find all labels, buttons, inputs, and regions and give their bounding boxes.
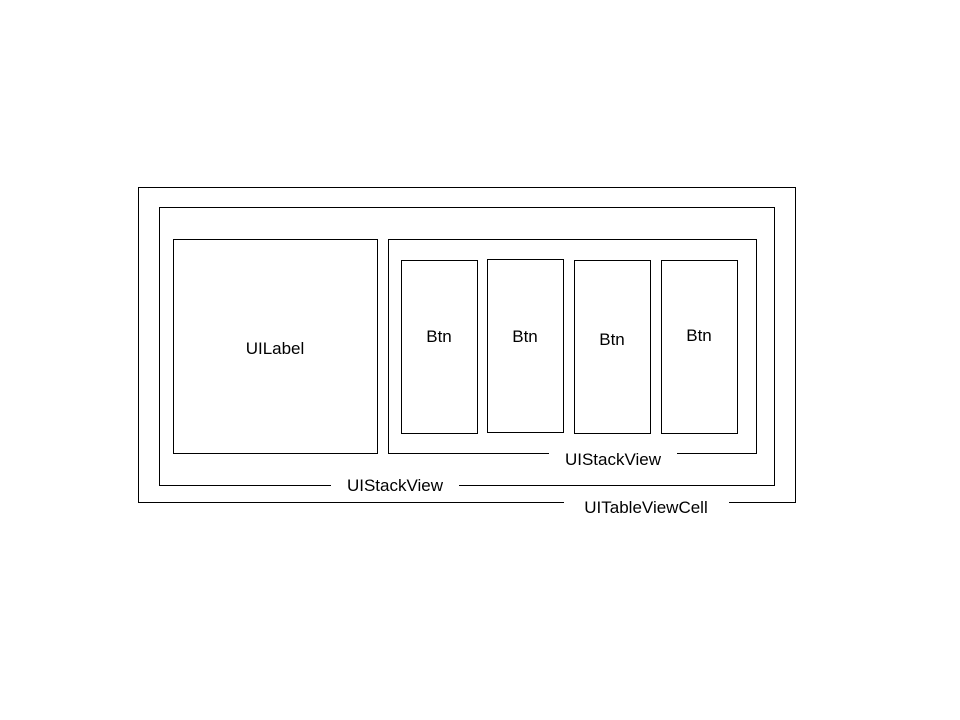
button-1-label: Btn bbox=[426, 327, 452, 346]
inner-stack-view-caption-mask bbox=[549, 446, 677, 462]
button-2-border bbox=[487, 259, 564, 433]
outer-stack-view-label: UIStackView bbox=[347, 476, 444, 495]
button-3-label: Btn bbox=[599, 330, 625, 349]
ui-label-border bbox=[173, 239, 378, 454]
button-box-4: Btn bbox=[661, 260, 738, 434]
button-box-3: Btn bbox=[574, 260, 651, 434]
button-4-border bbox=[661, 260, 738, 434]
table-view-cell-caption-mask bbox=[564, 495, 729, 511]
button-3-border bbox=[574, 260, 651, 434]
button-1-border bbox=[401, 260, 478, 434]
button-box-2: Btn bbox=[487, 259, 564, 433]
ui-label-box: UILabel bbox=[173, 239, 378, 454]
table-view-cell-label: UITableViewCell bbox=[584, 498, 707, 517]
ui-label-text: UILabel bbox=[246, 339, 305, 358]
button-box-1: Btn bbox=[401, 260, 478, 434]
button-4-label: Btn bbox=[686, 326, 712, 345]
outer-stack-view-caption-mask bbox=[331, 478, 459, 494]
button-2-label: Btn bbox=[512, 327, 538, 346]
inner-stack-view-label: UIStackView bbox=[565, 450, 662, 469]
